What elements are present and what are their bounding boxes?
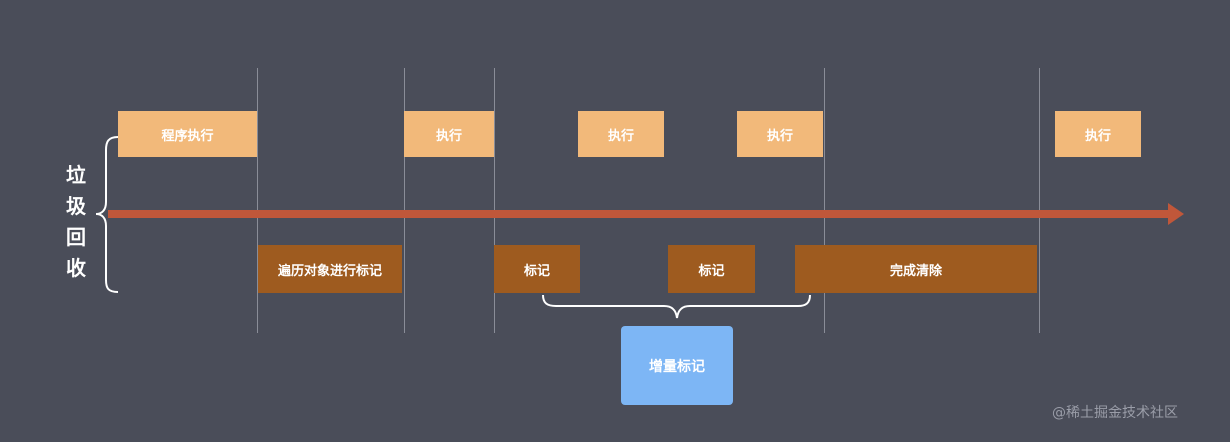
mark-box: 标记 xyxy=(668,245,755,293)
exec-box: 程序执行 xyxy=(118,111,257,157)
incremental-brace xyxy=(542,294,811,319)
divider-line xyxy=(1039,68,1040,333)
mark-box: 遍历对象进行标记 xyxy=(258,245,402,293)
left-brace xyxy=(95,136,119,293)
gc-label: 垃圾回收 xyxy=(66,163,86,280)
divider-line xyxy=(824,68,825,333)
incremental-mark-box: 增量标记 xyxy=(621,326,733,405)
divider-line xyxy=(257,68,258,333)
mark-box: 完成清除 xyxy=(795,245,1037,293)
exec-box: 执行 xyxy=(737,111,823,157)
timeline-arrow-shaft xyxy=(108,210,1170,218)
timeline-arrow xyxy=(108,203,1184,225)
divider-line xyxy=(404,68,405,333)
timeline-arrow-head xyxy=(1168,203,1184,225)
divider-line xyxy=(494,68,495,333)
exec-box: 执行 xyxy=(1055,111,1141,157)
exec-box: 执行 xyxy=(578,111,664,157)
watermark: @稀土掘金技术社区 xyxy=(1052,405,1178,421)
mark-box: 标记 xyxy=(494,245,580,293)
exec-box: 执行 xyxy=(404,111,494,157)
